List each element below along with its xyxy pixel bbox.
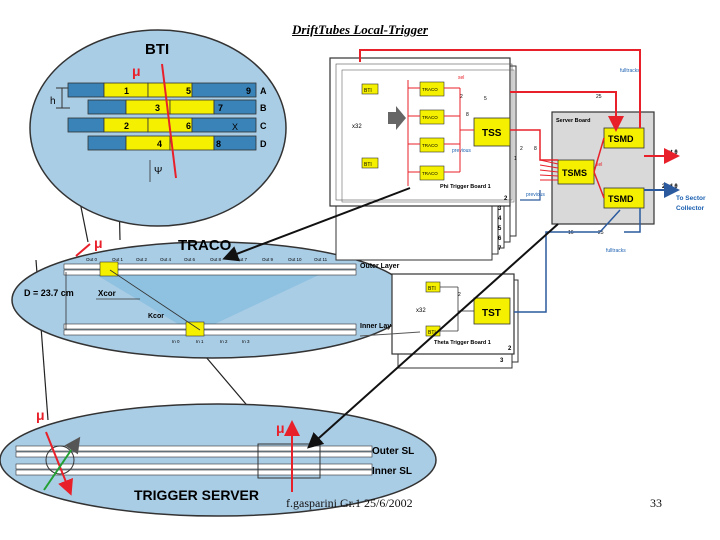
theta-x32: x32 xyxy=(416,308,426,314)
bti-row-d: D xyxy=(260,139,267,149)
traco-in-2: In 2 xyxy=(220,339,228,344)
traco-in-0: In 0 xyxy=(172,339,180,344)
to-sector-collector-line2: Collector xyxy=(676,205,705,212)
traco-xcor: Xcor xyxy=(98,289,116,298)
server-2: 2 xyxy=(520,146,523,152)
phi-tss: TSS xyxy=(482,128,502,139)
page-number: 33 xyxy=(650,496,662,510)
phi-stack-4: 4 xyxy=(498,216,502,222)
phi-stack-3: 3 xyxy=(498,206,502,212)
traco-d-label: D = 23.7 cm xyxy=(24,288,74,298)
bti-cell-5: 5 xyxy=(186,86,191,96)
traco-out-4: Out 4 xyxy=(160,257,172,262)
footer-author: f.gasparini Gr.1 25/6/2002 xyxy=(286,496,413,510)
theta-board-stack: BTI BTI x32 TST 2 Theta Trigger Board 1 … xyxy=(391,273,519,369)
server-tsmd-top: TSMD xyxy=(608,134,634,144)
bti-muon-track xyxy=(161,63,177,179)
phi-traco-1: TRACO xyxy=(422,87,438,92)
bti-cell-8: 8 xyxy=(216,139,221,149)
traco-out-2: Out 2 xyxy=(136,257,148,262)
phi-board-label: Phi Trigger Board 1 xyxy=(440,184,491,190)
bti-cell-6: 6 xyxy=(186,121,191,131)
server-25-bottom: 25 xyxy=(598,230,604,236)
server-previous: previous xyxy=(526,192,545,198)
bti-cell-7: 7 xyxy=(218,103,223,113)
traco-out-9: Out 9 xyxy=(262,257,274,262)
bti-row-a: A xyxy=(260,86,267,96)
server-fulltracks-bottom: fulltracks xyxy=(606,248,626,254)
bti-cell-9: 9 xyxy=(246,86,251,96)
phi-sel: sel xyxy=(458,75,464,81)
bti-cell-4: 4 xyxy=(157,139,162,149)
ts-outer-sl: Outer SL xyxy=(372,446,414,457)
bti-mu: μ xyxy=(132,63,141,79)
bti-h: h xyxy=(50,96,56,107)
traco-out-10: Out 10 xyxy=(288,257,302,262)
phi-traco-4: TRACO xyxy=(422,171,438,176)
bti-row-b: B xyxy=(260,103,267,113)
phi-count-2: 2 xyxy=(460,94,463,100)
phi-board-stack: 2 3 4 5 6 7 BTI BTI x32 TRACO TRACO TRAC… xyxy=(329,57,517,261)
phi-count-5: 5 xyxy=(484,96,487,102)
phi-traco-2: TRACO xyxy=(422,115,438,120)
bti-ellipse: BTI μ h 1 5 9 3 xyxy=(29,29,287,227)
phi-stack-6: 6 xyxy=(498,236,502,242)
theta-count-2: 2 xyxy=(458,292,461,298)
ts-inner-sl: Inner SL xyxy=(372,466,412,477)
theta-bti-bottom: BTI xyxy=(428,330,436,336)
server-board-label: Server Board xyxy=(556,118,591,124)
phi-previous: previous xyxy=(452,148,471,154)
theta-bti-top: BTI xyxy=(428,286,436,292)
phi-traco-3: TRACO xyxy=(422,143,438,148)
server-tsmd-bottom: TSMD xyxy=(608,194,634,204)
ts-mu-right: μ xyxy=(276,420,285,436)
traco-kcor: Kcor xyxy=(148,313,164,320)
phi-stack-5: 5 xyxy=(498,226,502,232)
theta-stack-2: 2 xyxy=(508,346,512,352)
bti-cell-1: 1 xyxy=(124,86,129,96)
server-1: 1 xyxy=(514,156,517,162)
traco-out-6: Out 6 xyxy=(184,257,196,262)
phi-bti-bottom: BTI xyxy=(364,162,372,168)
to-sector-collector-line1: To Sector xyxy=(676,195,706,202)
traco-mu: μ xyxy=(94,235,103,251)
theta-stack-3: 3 xyxy=(500,358,504,364)
ts-mu-left: μ xyxy=(36,407,45,423)
traco-out-0: Out 0 xyxy=(86,257,98,262)
server-16: 16 xyxy=(568,230,574,236)
theta-board-label: Theta Trigger Board 1 xyxy=(434,340,491,346)
traco-title: TRACO xyxy=(178,237,232,254)
server-fulltracks-top: fulltracks xyxy=(620,68,640,74)
traco-in-1: In 1 xyxy=(196,339,204,344)
bti-cell-2: 2 xyxy=(124,121,129,131)
server-25-top: 25 xyxy=(596,94,602,100)
theta-tst: TST xyxy=(482,308,501,319)
bti-cell-grid xyxy=(67,82,257,151)
traco-outer-layer: Outer Layer xyxy=(360,263,400,270)
server-8: 8 xyxy=(534,146,537,152)
bti-cell-3: 3 xyxy=(155,103,160,113)
phi-stack-7: 7 xyxy=(498,246,502,252)
traco-out-11: Out 11 xyxy=(314,257,328,262)
bti-x-label: X xyxy=(232,122,238,132)
traco-out-8: Out 8 xyxy=(210,257,222,262)
traco-out-7: Out 7 xyxy=(236,257,248,262)
slide-title: DriftTubes Local-Trigger xyxy=(292,22,428,37)
phi-bti-top: BTI xyxy=(364,88,372,94)
phi-stack-2: 2 xyxy=(504,196,508,202)
bti-title: BTI xyxy=(145,41,169,58)
traco-out-1: Out 1 xyxy=(112,257,124,262)
server-tsms: TSMS xyxy=(562,168,587,178)
traco-in-3: In 3 xyxy=(242,339,250,344)
bti-psi: Ψ xyxy=(154,166,162,177)
phi-x32: x32 xyxy=(352,124,362,130)
phi-count-8: 8 xyxy=(466,112,469,118)
ts-title: TRIGGER SERVER xyxy=(134,487,259,503)
bti-row-c: C xyxy=(260,121,267,131)
signal-lines xyxy=(222,49,680,449)
traco-inner-layer: Inner Layer xyxy=(360,323,398,330)
server-sel: sel xyxy=(596,162,602,168)
traco-ellipse: TRACO μ Out 0 Out 1 Out 2 Out 4 Out 6 Ou… xyxy=(11,235,413,359)
